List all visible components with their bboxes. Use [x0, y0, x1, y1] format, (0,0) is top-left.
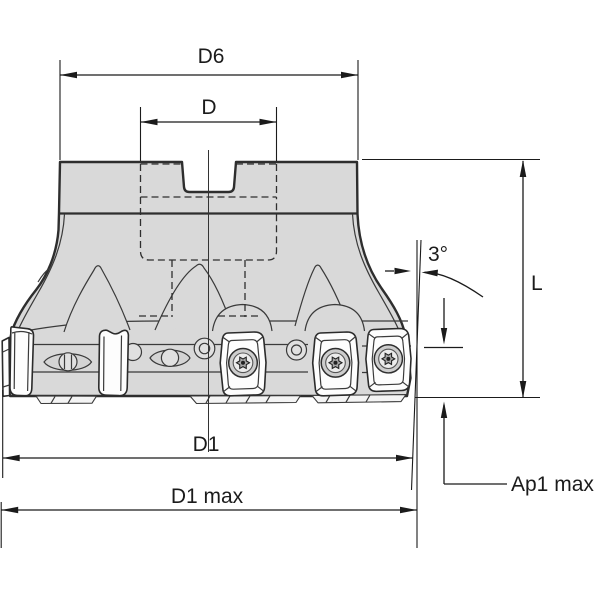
ap1max-label: Ap1 max: [511, 473, 594, 496]
dimension-d1max: D1 max: [0, 485, 417, 548]
insert-right: [365, 327, 412, 393]
insert-center-left: [219, 331, 267, 397]
round-screw-detail: [290, 344, 303, 356]
pocket-dome: [304, 303, 366, 332]
dimension-angle: 3°: [385, 239, 484, 548]
seat-lines: [14, 343, 411, 374]
left-inner-contour: [15, 213, 66, 335]
bottom-bevels: [35, 394, 407, 405]
flute-gash: [63, 265, 131, 333]
l-label: L: [531, 272, 543, 295]
d1-label: D1: [193, 433, 220, 456]
edge-insert-sliver: [1, 336, 11, 398]
round-screw: [285, 339, 308, 361]
d1max-label: D1 max: [171, 485, 244, 508]
d-label: D: [201, 96, 216, 119]
clamp-screw-side: [43, 352, 93, 372]
wedge-clamp: [97, 329, 130, 397]
dimension-d1: D1: [2, 390, 413, 478]
dimension-d6: D6: [59, 45, 359, 160]
hidden-bore-lines: [139, 163, 278, 317]
left-edge-notch: [37, 267, 51, 283]
angle-label: 3°: [428, 243, 448, 266]
d6-label: D6: [198, 45, 225, 68]
round-screw: [193, 337, 216, 360]
flute-gash: [154, 263, 233, 331]
dimension-l: L: [362, 158, 543, 399]
clamp-screw-side: [149, 348, 191, 367]
pocket-dome: [211, 303, 273, 332]
round-screw-detail: [198, 342, 211, 355]
dimension-ap1max: Ap1 max: [424, 298, 594, 496]
cutter-body: [1, 150, 412, 452]
dimension-d: D: [139, 96, 278, 161]
insert-center-right: [311, 331, 360, 397]
wedge-clamp: [9, 326, 35, 397]
